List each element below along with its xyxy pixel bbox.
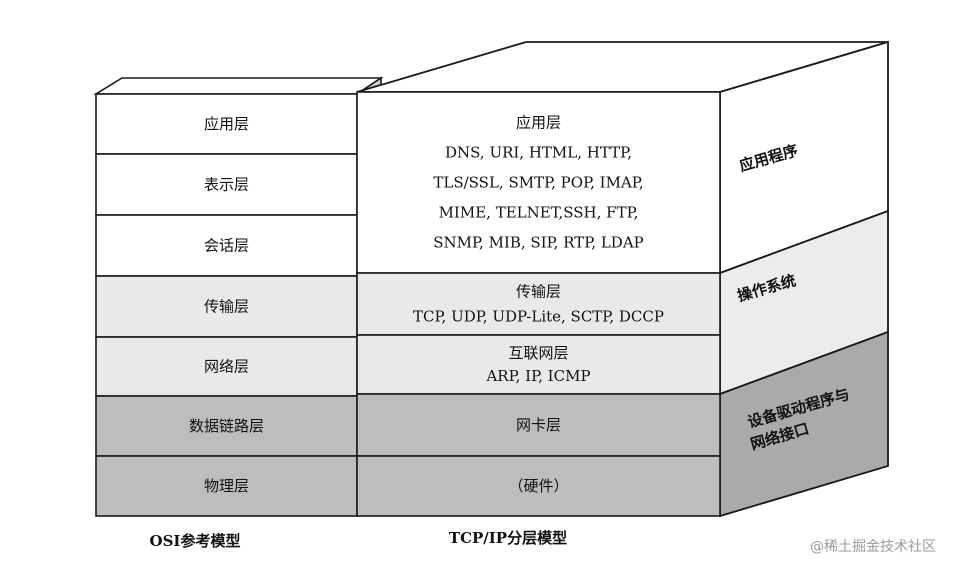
tcpip-layer-box [356,455,721,517]
watermark: @稀土掘金技术社区 [810,539,936,555]
tcpip-protocol-list: DNS, URI, HTML, HTTP, [445,144,632,162]
tcpip-layer-box [356,334,721,395]
osi-layer-box [95,455,358,517]
osi-layer-box [95,336,358,397]
tcpip-layer-label: 网卡层 [516,416,561,434]
tcpip-layer-label: 应用层 [516,114,561,132]
osi-layer-box [95,93,358,155]
osi-layer-box [95,275,358,338]
osi-layer-label: 应用层 [204,115,249,133]
tcpip-layer-label: （硬件） [508,477,568,495]
tcpip-layer-label: 传输层 [516,283,561,301]
osi-layer-label: 传输层 [204,298,249,316]
tcpip-protocol-list: TLS/SSL, SMTP, POP, IMAP, [433,174,643,192]
tcpip-protocol-list: ARP, IP, ICMP [485,367,590,385]
osi-layer-box [95,395,358,457]
osi-layer-label: 数据链路层 [189,417,264,435]
tcpip-protocol-list: SNMP, MIB, SIP, RTP, LDAP [433,234,644,252]
tcpip-prism: 应用层 DNS, URI, HTML, HTTP, TLS/SSL, SMTP, P… [356,40,889,518]
tcpip-protocol-list: MIME, TELNET,SSH, FTP, [439,204,639,222]
osi-layer-label: 会话层 [204,237,249,255]
osi-top-face [93,77,384,95]
tcpip-layer-stack: 应用层 DNS, URI, HTML, HTTP, TLS/SSL, SMTP, P… [356,91,721,517]
tcpip-layer-label: 互联网层 [508,344,568,362]
tcpip-layer-box [356,393,721,457]
tcpip-caption: TCP/IP分层模型 [449,529,567,547]
osi-caption: OSI参考模型 [150,532,241,550]
osi-layer-label: 网络层 [204,358,249,376]
osi-layer-box [95,214,358,277]
tcpip-layer-box [356,272,721,336]
osi-layer-label: 物理层 [204,477,249,495]
osi-layer-label: 表示层 [204,176,249,194]
tcpip-protocol-list: TCP, UDP, UDP-Lite, SCTP, DCCP [413,308,664,326]
